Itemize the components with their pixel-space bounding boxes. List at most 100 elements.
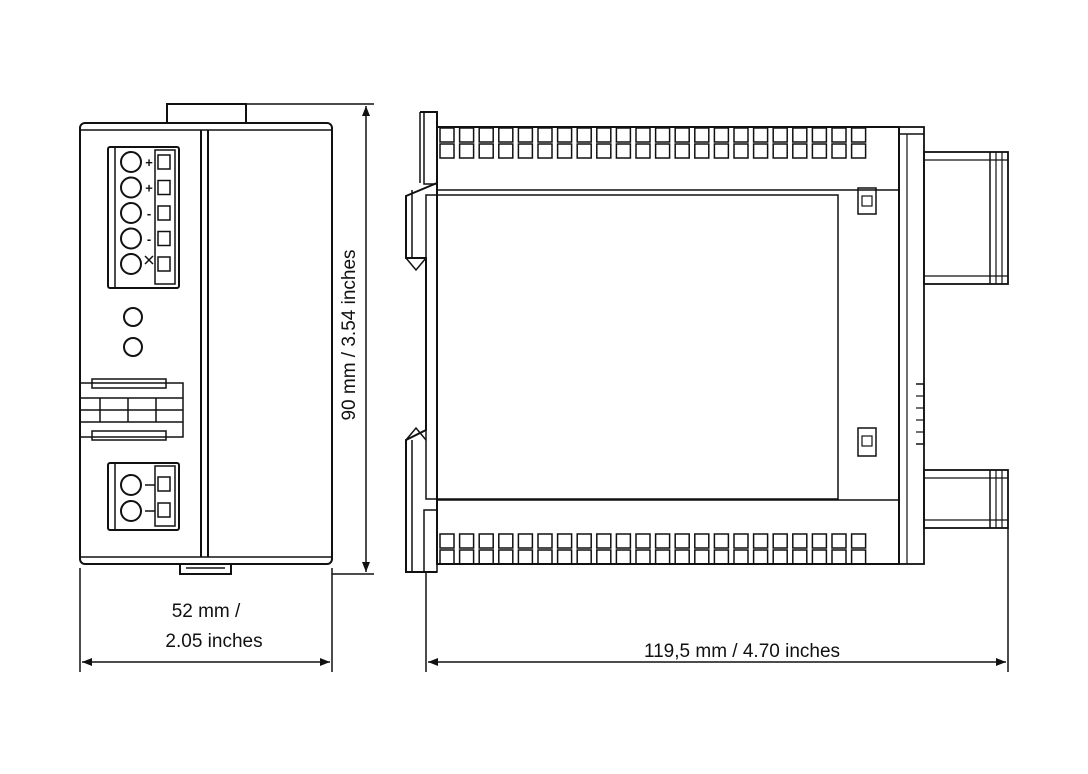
led-1 [123,307,143,327]
vent-slot [576,143,592,159]
side-end-face [898,126,925,565]
terminal-polarity-label: + [145,181,153,196]
vent-slot [635,127,651,143]
vent-slot [556,533,573,549]
front-top-tab [166,103,247,123]
vent-slot [458,143,475,159]
terminal-polarity-label: - [147,232,151,247]
vent-slot [478,549,494,565]
clip-bottom [857,427,877,457]
vent-slot [772,549,788,565]
vent-slot [439,549,455,565]
vent-slot [713,143,730,159]
input-terminal-block: ++-- [107,146,180,289]
vent-slot [752,143,769,159]
vent-slot [635,143,651,159]
plug-connector-top [923,151,1009,285]
vent-slot [752,549,769,565]
vent-slot [517,533,534,549]
din-latch [79,378,184,441]
output-terminal-block [107,462,180,531]
vent-slot [596,143,612,159]
vent-slot [458,533,475,549]
vent-slot [850,533,867,549]
bottom-vent-slots [439,533,867,565]
vent-slot [733,127,749,143]
vent-slot [733,533,749,549]
vent-slot [439,143,455,159]
vent-slot [850,127,867,143]
vent-slot [654,143,671,159]
vent-slot [576,549,592,565]
vent-slot [733,549,749,565]
vent-slot [576,533,592,549]
vent-slot [792,533,808,549]
front-bottom-tab [179,564,232,575]
vent-slot [674,143,690,159]
vent-slot [654,549,671,565]
terminal-polarity-label: - [147,206,151,221]
vent-slot [811,127,828,143]
vent-slot [517,549,534,565]
vent-slot [694,549,710,565]
vent-slot [811,533,828,549]
vent-slot [831,143,847,159]
height-dimension [246,103,374,575]
vent-slot [831,549,847,565]
vent-slot [615,143,632,159]
vent-slot [537,143,553,159]
vent-slot [654,533,671,549]
vent-slot [498,533,514,549]
clip-top [857,187,877,215]
vent-slot [674,127,690,143]
vent-slot [772,143,788,159]
height-dimension-label: 90 mm / 3.54 inches [339,249,360,420]
vent-slot [654,127,671,143]
vent-slot [517,143,534,159]
vent-slot [713,533,730,549]
vent-slot [772,533,788,549]
vent-slot [850,549,867,565]
vent-slot [537,533,553,549]
vent-slot [537,549,553,565]
vent-slot [694,127,710,143]
vent-slot [752,533,769,549]
input-screw-terminal [120,253,142,275]
vent-slot [458,127,475,143]
vent-slot [576,127,592,143]
vent-slot [537,127,553,143]
vent-slot [694,533,710,549]
vent-slot [615,127,632,143]
plug-connector-bottom [923,469,1009,529]
vent-slot [831,533,847,549]
input-screw-terminal [120,151,142,173]
vent-slot [635,549,651,565]
vent-slot [811,143,828,159]
vent-slot [596,533,612,549]
vent-slot [478,127,494,143]
vent-slot [556,549,573,565]
vent-slot [498,549,514,565]
depth-dimension-label: 119,5 mm / 4.70 inches [644,641,840,662]
vent-slot [635,533,651,549]
vent-slot [478,533,494,549]
vent-slot [615,533,632,549]
width-dimension-label-line2: 2.05 inches [165,631,262,652]
front-view: ++-- [79,103,333,575]
vent-slot [596,549,612,565]
vent-slot [772,127,788,143]
vent-slot [674,549,690,565]
vent-slot [498,127,514,143]
width-dimension [79,568,333,672]
vent-slot [694,143,710,159]
vent-slot [556,127,573,143]
front-housing [79,122,333,565]
vent-slot [615,549,632,565]
vent-slot [478,143,494,159]
vent-slot [556,143,573,159]
input-screw-terminal [120,202,142,224]
vent-slot [674,533,690,549]
vent-slot [713,127,730,143]
